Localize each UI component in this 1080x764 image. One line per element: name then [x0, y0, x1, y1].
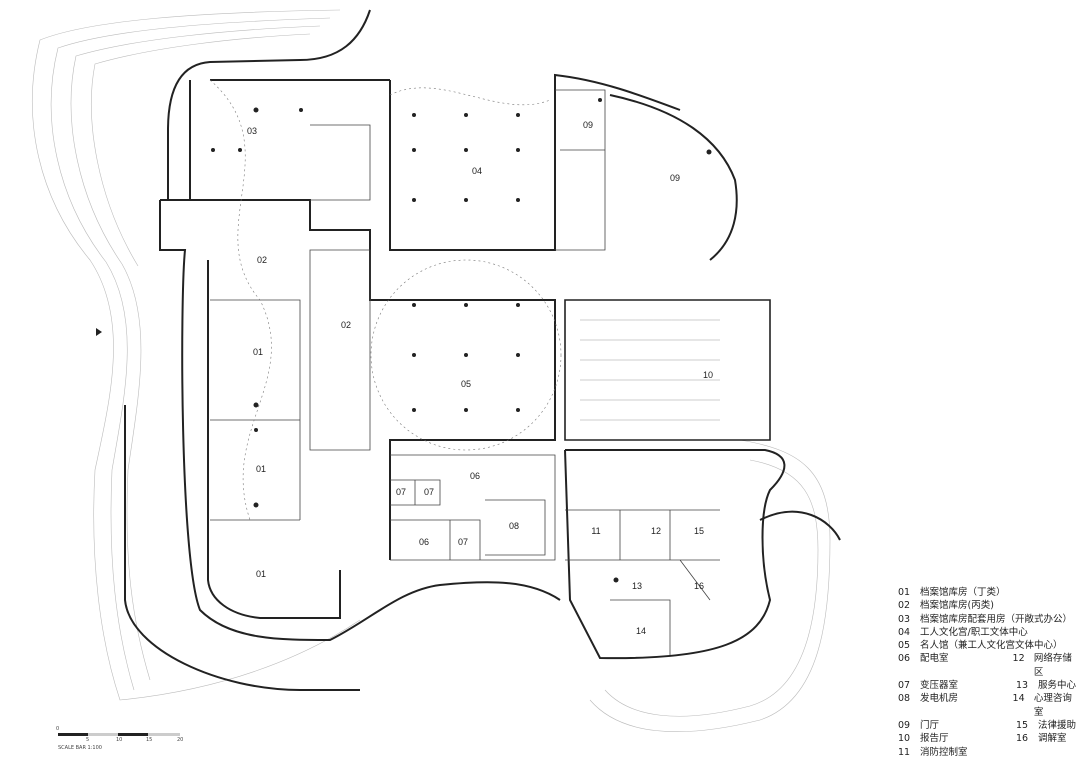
legend-row: 08 发电机房 14 心理咨询室 — [898, 692, 1080, 719]
legend-row: 01 档案馆库房（丁类） — [898, 586, 1080, 599]
room-label-06: 06 — [419, 537, 429, 547]
room-labels: 03 04 09 09 02 02 01 05 10 01 06 07 07 0… — [247, 120, 713, 636]
legend-row: 09 门厅 15 法律援助 — [898, 719, 1080, 732]
legend-row: 10 报告厅 16 调解室 — [898, 732, 1080, 745]
scale-tick: 10 — [116, 737, 123, 743]
room-label-02: 02 — [257, 255, 267, 265]
legend-number: 01 — [898, 587, 911, 598]
legend-label: 档案馆库房配套用房（开敞式办公） — [920, 613, 1073, 625]
room-label-13: 13 — [632, 581, 642, 591]
room-label-09: 09 — [583, 120, 593, 130]
legend-row: 03 档案馆库房配套用房（开敞式办公） — [898, 613, 1080, 626]
legend-col: 08 发电机房 — [898, 692, 1013, 719]
legend-number: 11 — [898, 746, 911, 758]
legend-col: 07 变压器室 — [898, 679, 1016, 692]
legend-row: 07 变压器室 13 服务中心 — [898, 679, 1080, 692]
scale-tick: 20 — [177, 737, 184, 743]
scale-caption: SCALE BAR 1:100 — [58, 745, 102, 751]
room-label-09: 09 — [670, 173, 680, 183]
legend-number: 07 — [898, 680, 911, 692]
room-label-01: 01 — [256, 464, 266, 474]
legend-number: 13 — [1016, 680, 1029, 692]
legend-label: 工人文化宫/职工文体中心 — [920, 626, 1028, 638]
room-label-02: 02 — [341, 320, 351, 330]
room-label-06: 06 — [470, 471, 480, 481]
room-label-11: 11 — [591, 526, 600, 536]
legend-number: 10 — [898, 733, 911, 745]
legend-row: 06 配电室 12 网络存储区 — [898, 652, 1080, 679]
room-label-10: 10 — [703, 370, 713, 380]
legend-row: 05 名人馆（兼工人文化宫文体中心） — [898, 639, 1080, 652]
legend-label: 档案馆库房(丙类) — [920, 600, 994, 612]
landscape-hatching — [32, 9, 831, 732]
interior-walls — [210, 89, 720, 655]
legend-label: 心理咨询室 — [1033, 693, 1072, 718]
building-outline — [124, 9, 841, 691]
room-label-07: 07 — [396, 487, 406, 497]
room-label-07: 07 — [458, 537, 468, 547]
legend-label: 消防控制室 — [920, 746, 968, 758]
legend-number: 16 — [1016, 733, 1029, 745]
legend-number: 14 — [1012, 693, 1025, 705]
legend-label: 配电室 — [920, 653, 949, 665]
legend-label: 门厅 — [920, 719, 940, 731]
legend-col: 10 报告厅 — [898, 732, 1016, 745]
legend-number: 02 — [898, 600, 911, 612]
room-label-05: 05 — [461, 379, 471, 389]
room-label-03: 03 — [247, 126, 257, 136]
legend-number: 15 — [1016, 719, 1029, 731]
legend-label: 网络存储区 — [1033, 653, 1072, 678]
entrance-marker-icon — [96, 328, 102, 336]
legend-label: 变压器室 — [920, 680, 959, 692]
room-label-01: 01 — [256, 569, 266, 579]
legend-row: 04 工人文化宫/职工文体中心 — [898, 626, 1080, 639]
legend-row: 02 档案馆库房(丙类) — [898, 599, 1080, 612]
columns — [211, 98, 712, 583]
legend-col: 06 配电室 — [898, 652, 1013, 679]
legend-number: 12 — [1012, 653, 1025, 665]
legend-label: 发电机房 — [920, 693, 959, 705]
legend-label: 法律援助 — [1038, 719, 1077, 731]
legend-number: 08 — [898, 693, 911, 705]
room-label-04: 04 — [472, 166, 482, 176]
room-label-12: 12 — [651, 526, 661, 536]
legend-label: 调解室 — [1038, 733, 1067, 745]
scale-tick: 0 — [56, 726, 60, 732]
room-label-01: 01 — [253, 347, 263, 357]
dashed-outlines — [209, 79, 562, 521]
legend-label: 名人馆（兼工人文化宫文体中心） — [920, 640, 1063, 652]
legend-number: 05 — [898, 640, 911, 652]
room-label-07: 07 — [424, 487, 434, 497]
room-label-14: 14 — [636, 626, 646, 636]
legend-number: 09 — [898, 719, 911, 731]
scale-tick: 15 — [146, 737, 153, 743]
room-label-15: 15 — [694, 526, 704, 536]
legend-label: 报告厅 — [920, 733, 949, 745]
scale-tick: 5 — [86, 737, 90, 743]
legend-number: 06 — [898, 653, 911, 665]
legend-number: 04 — [898, 626, 911, 638]
room-label-08: 08 — [509, 521, 519, 531]
legend-label: 服务中心 — [1038, 680, 1077, 692]
legend-number: 03 — [898, 613, 911, 625]
legend-col: 09 门厅 — [898, 719, 1016, 732]
legend-row: 11 消防控制室 — [898, 746, 1080, 759]
legend-label: 档案馆库房（丁类） — [920, 587, 1006, 598]
scale-bar — [58, 733, 180, 736]
room-label-16: 16 — [694, 581, 704, 591]
legend: 01 档案馆库房（丁类） 02 档案馆库房(丙类) 03 档案馆库房配套用房（开敞式办公）… — [898, 586, 1080, 759]
